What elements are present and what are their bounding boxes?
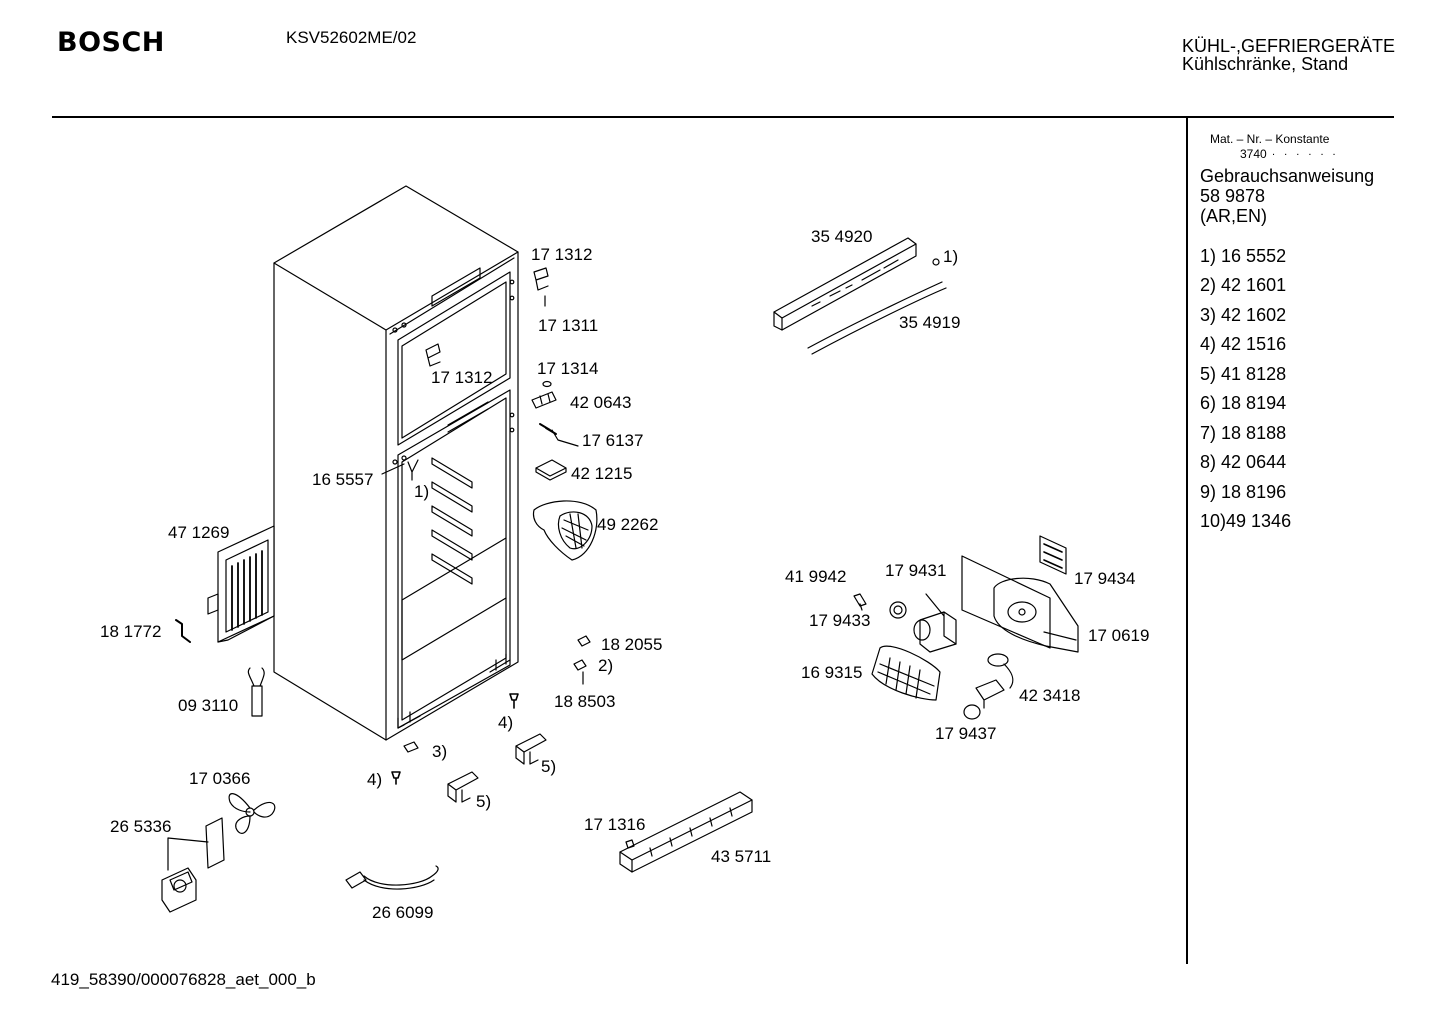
footnote-item: 4) 42 1516 bbox=[1200, 334, 1287, 354]
sidebar-divider bbox=[1186, 118, 1188, 964]
part-label: 49 2262 bbox=[597, 515, 659, 534]
light-cover-drawing bbox=[1040, 536, 1066, 574]
part-label: 2) bbox=[598, 656, 614, 675]
footnote-item: 6) 18 8194 bbox=[1200, 393, 1287, 413]
footnote-item: 8) 42 0644 bbox=[1200, 452, 1287, 472]
thermostat-drawing bbox=[914, 594, 956, 652]
part-label: 42 0643 bbox=[570, 393, 632, 412]
lamp-socket-drawing bbox=[964, 654, 1013, 719]
document-id: 419_58390/000076828_aet_000_b bbox=[51, 970, 316, 989]
part-label: 09 3110 bbox=[178, 696, 239, 715]
hinge-parts bbox=[382, 268, 578, 480]
power-cord-drawing bbox=[346, 866, 438, 889]
part-label: 16 5557 bbox=[312, 470, 374, 489]
brand-logo: BOSCH bbox=[57, 27, 165, 58]
part-label: 42 3418 bbox=[1019, 686, 1081, 705]
sensor-drawing bbox=[248, 668, 264, 716]
part-label: 17 9433 bbox=[809, 611, 871, 630]
footnote-item: 2) 42 1601 bbox=[1200, 275, 1287, 295]
mat-number-header: Mat. – Nr. – Konstante bbox=[1210, 132, 1330, 146]
manual-languages: (AR,EN) bbox=[1200, 206, 1267, 226]
part-label: 4) bbox=[498, 713, 514, 732]
footnote-item: 7) 18 8188 bbox=[1200, 423, 1287, 443]
part-label: 4) bbox=[367, 770, 383, 789]
part-label: 17 0619 bbox=[1088, 626, 1150, 645]
light-housing-drawing bbox=[962, 556, 1078, 652]
manual-number: 58 9878 bbox=[1200, 186, 1266, 206]
part-label: 18 1772 bbox=[100, 622, 162, 641]
lamp-cover-drawing bbox=[872, 646, 940, 700]
manual-title: Gebrauchsanweisung bbox=[1200, 166, 1375, 186]
part-label: 26 6099 bbox=[372, 903, 434, 922]
fan-blade-drawing bbox=[229, 794, 275, 834]
part-label: 5) bbox=[541, 757, 557, 776]
footnote-item: 1) 16 5552 bbox=[1200, 246, 1287, 266]
footnote-item: 9) 18 8196 bbox=[1200, 482, 1287, 502]
mat-number-dots: . . . . . . bbox=[1272, 146, 1339, 158]
part-label: 17 1316 bbox=[584, 815, 646, 834]
bracket-drawing bbox=[176, 620, 190, 642]
footnote-item: 5) 41 8128 bbox=[1200, 364, 1287, 384]
fan-cover-drawing bbox=[533, 501, 596, 560]
part-label: 43 5711 bbox=[711, 847, 772, 866]
shelf-rails bbox=[432, 458, 472, 584]
header-divider bbox=[52, 116, 1394, 118]
footnote-item: 3) 42 1602 bbox=[1200, 305, 1287, 325]
part-label: 47 1269 bbox=[168, 523, 230, 542]
part-label: 17 6137 bbox=[582, 431, 644, 450]
part-label: 17 1312 bbox=[531, 245, 593, 264]
category-line-1: KÜHL-,GEFRIERGERÄTE bbox=[1182, 36, 1396, 56]
control-panel-drawing bbox=[774, 238, 946, 354]
part-label: 1) bbox=[943, 247, 959, 266]
part-label: 17 1314 bbox=[537, 359, 599, 378]
part-label: 17 9437 bbox=[935, 724, 997, 743]
fan-motor-drawing bbox=[162, 818, 224, 912]
part-label: 17 1311 bbox=[538, 316, 599, 335]
part-label: 1) bbox=[414, 482, 430, 501]
knob-drawing bbox=[854, 594, 906, 618]
part-label: 18 8503 bbox=[554, 692, 616, 711]
condenser-drawing bbox=[208, 526, 274, 642]
part-label: 41 9942 bbox=[785, 567, 847, 586]
part-label: 17 9431 bbox=[885, 561, 947, 580]
part-label: 35 4919 bbox=[899, 313, 961, 332]
part-label: 17 0366 bbox=[189, 769, 251, 788]
part-label: 35 4920 bbox=[811, 227, 873, 246]
part-label: 5) bbox=[476, 792, 492, 811]
part-label: 42 1215 bbox=[571, 464, 633, 483]
fastener-parts bbox=[392, 636, 590, 802]
part-label: 17 1312 bbox=[431, 368, 493, 387]
base-grille-drawing bbox=[620, 792, 752, 872]
model-number: KSV52602ME/02 bbox=[286, 28, 417, 47]
part-label: 17 9434 bbox=[1074, 569, 1136, 588]
part-label: 16 9315 bbox=[801, 663, 863, 682]
footnote-item: 10)49 1346 bbox=[1200, 511, 1292, 531]
mat-number-value: 3740 bbox=[1240, 147, 1267, 161]
part-label: 26 5336 bbox=[110, 817, 172, 836]
category-line-2: Kühlschränke, Stand bbox=[1182, 54, 1349, 74]
refrigerator-cabinet-drawing bbox=[274, 186, 518, 740]
part-label: 3) bbox=[432, 742, 448, 761]
part-label: 18 2055 bbox=[601, 635, 663, 654]
